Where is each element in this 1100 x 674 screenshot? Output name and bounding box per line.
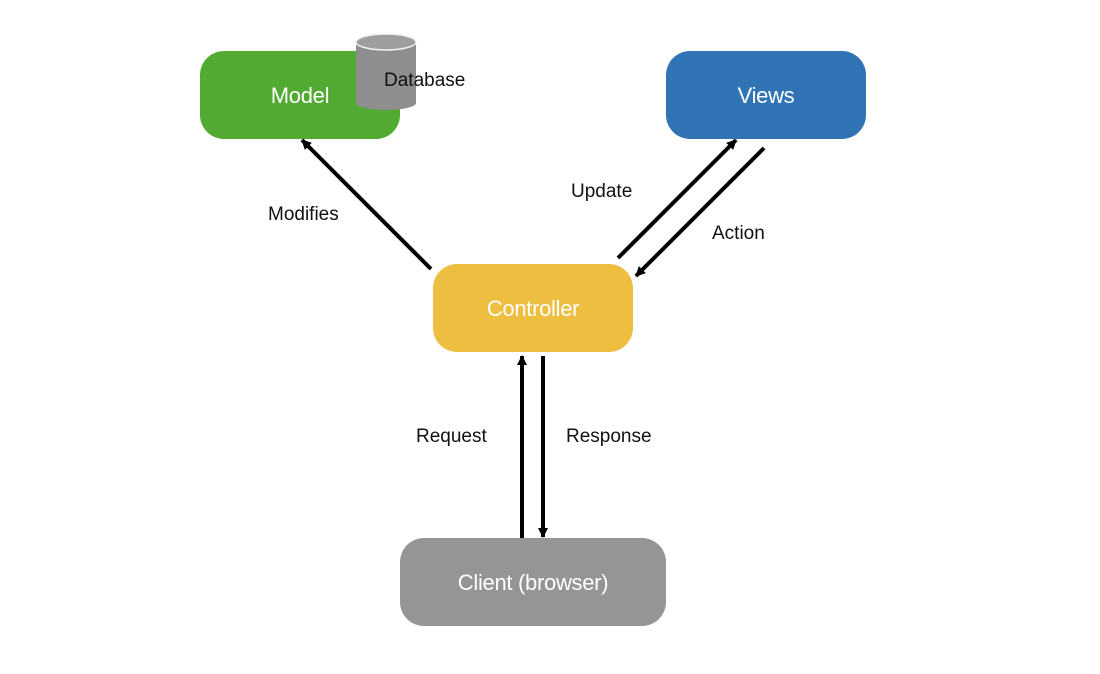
controller-label: Controller <box>487 296 579 321</box>
action-arrow <box>634 146 766 278</box>
response-label: Response <box>566 426 652 447</box>
database-cylinder-top <box>355 33 417 51</box>
model-node: Model <box>200 51 400 139</box>
views-label: Views <box>738 83 795 108</box>
database-label: Database <box>384 70 465 91</box>
controller-box <box>433 264 633 352</box>
action-label: Action <box>712 223 765 244</box>
modifies-label: Modifies <box>268 204 339 225</box>
update-label: Update <box>571 181 632 202</box>
views-box <box>666 51 866 139</box>
client-label: Client (browser) <box>458 570 608 595</box>
model-label: Model <box>271 83 329 108</box>
modifies-arrow <box>300 138 433 271</box>
database-cylinder-icon <box>355 33 417 110</box>
client-box <box>400 538 666 626</box>
request-label: Request <box>416 426 487 447</box>
views-node: Views <box>666 51 866 139</box>
model-box <box>200 51 400 139</box>
update-arrow <box>616 138 738 260</box>
database-cylinder-body <box>356 42 416 110</box>
controller-node: Controller <box>433 264 633 352</box>
client-node: Client (browser) <box>400 538 666 626</box>
